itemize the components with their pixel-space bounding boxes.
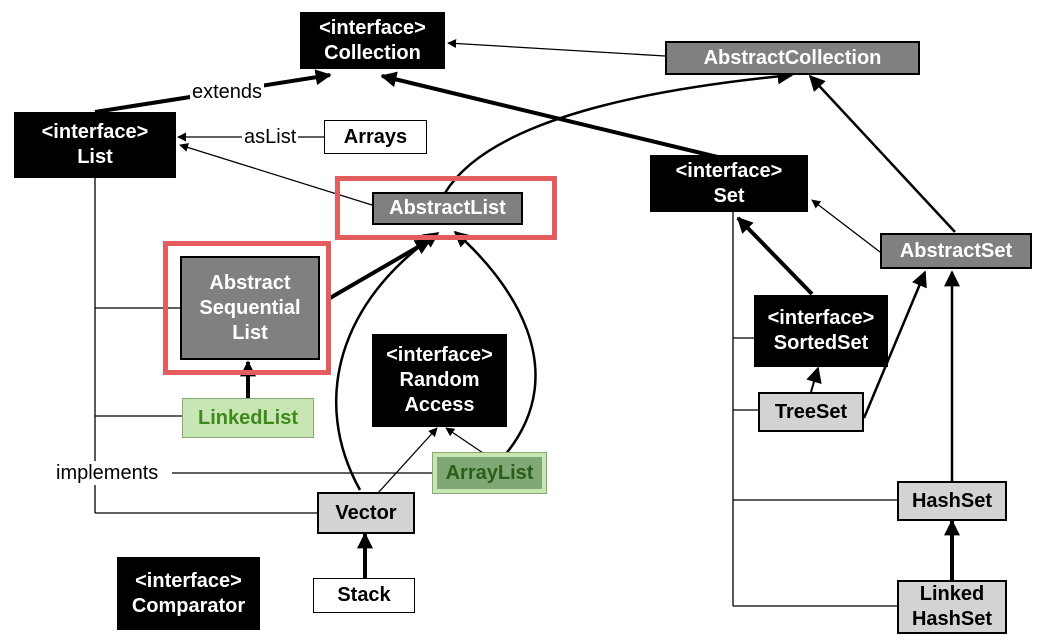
implements-lines (94, 178, 897, 607)
abstract-sequential-list-box: Abstract Sequential List (180, 256, 320, 360)
hash-set-box: HashSet (897, 481, 1007, 521)
set-interface-box: <interface> Set (650, 155, 808, 212)
node-name: AbstractList (389, 197, 506, 219)
node-name: Vector (335, 501, 397, 524)
node-name: SortedSet (773, 332, 869, 354)
as-list-label: asList (242, 125, 299, 149)
stereotype-label: <interface> (135, 569, 242, 592)
array-list-implements-random-access (445, 427, 487, 456)
array-list-extends-abstract-list (453, 230, 537, 456)
node-name-line-2: Access (404, 394, 475, 416)
node-name-line-1: Linked (919, 583, 985, 605)
comparator-interface-box: <interface> Comparator (117, 557, 260, 630)
tree-set-extends-abstract-set (862, 270, 927, 419)
node-name: AbstractCollection (703, 46, 882, 69)
tree-set-box: TreeSet (758, 392, 864, 432)
stereotype-label: <interface> (319, 16, 426, 39)
node-name: HashSet (911, 489, 993, 512)
abstract-collection-box: AbstractCollection (665, 41, 920, 75)
abstract-list-extends-abstract-collection (443, 68, 794, 194)
abstract-set-extends-abstract-collection (808, 74, 956, 233)
sorted-set-interface-box: <interface> SortedSet (754, 295, 888, 367)
extends-label: extends (190, 80, 265, 104)
vector-extends-abstract-list (334, 231, 440, 491)
abstract-list-box: AbstractList (372, 192, 523, 225)
stereotype-label: <interface> (41, 121, 149, 143)
list-interface-box: <interface> List (14, 112, 176, 178)
abstract-set-box: AbstractSet (880, 233, 1032, 269)
arrays-box: Arrays (324, 120, 427, 154)
node-name: ArrayList (445, 461, 534, 484)
array-list-box: ArrayList (432, 452, 547, 494)
abstract-sequential-list-highlight (163, 241, 331, 375)
node-name: Stack (337, 584, 391, 606)
vector-box: Vector (317, 492, 415, 534)
random-access-interface-box: <interface> Random Access (372, 334, 507, 427)
abstract-collection-implements-collection (447, 38, 666, 57)
node-name-line-1: Abstract (209, 271, 291, 294)
set-extends-collection (380, 71, 731, 162)
stack-box: Stack (313, 578, 415, 613)
collection-interface-box: <interface> Collection (300, 12, 445, 69)
abstract-list-implements-list (179, 143, 373, 206)
node-name: Comparator (131, 594, 246, 617)
node-name: List (77, 146, 113, 168)
sorted-set-extends-set (736, 216, 814, 296)
node-name: LinkedList (197, 406, 298, 429)
linked-hash-set-box: Linked HashSet (897, 580, 1007, 634)
node-name: TreeSet (774, 400, 848, 423)
abstract-sequential-list-extends-abstract-list (328, 238, 432, 300)
vector-implements-random-access (377, 427, 438, 494)
node-name: AbstractSet (899, 239, 1013, 262)
node-name: Arrays (343, 125, 408, 148)
node-name-line-2: Sequential (199, 296, 301, 319)
tree-set-implements-sorted-set (806, 366, 822, 393)
node-name: Collection (324, 41, 421, 64)
implements-label: implements (54, 461, 161, 485)
node-name-line-3: List (232, 321, 268, 344)
stereotype-label: <interface> (386, 344, 493, 366)
linked-list-box: LinkedList (182, 398, 314, 438)
abstract-set-implements-set (811, 199, 881, 253)
abstract-list-highlight (335, 176, 557, 240)
array-list-fill: ArrayList (437, 457, 542, 489)
node-name-line-2: HashSet (911, 608, 993, 630)
stereotype-label: <interface> (767, 307, 875, 329)
node-name-line-1: Random (399, 369, 480, 391)
stereotype-label: <interface> (675, 159, 783, 182)
node-name: Set (713, 184, 745, 207)
